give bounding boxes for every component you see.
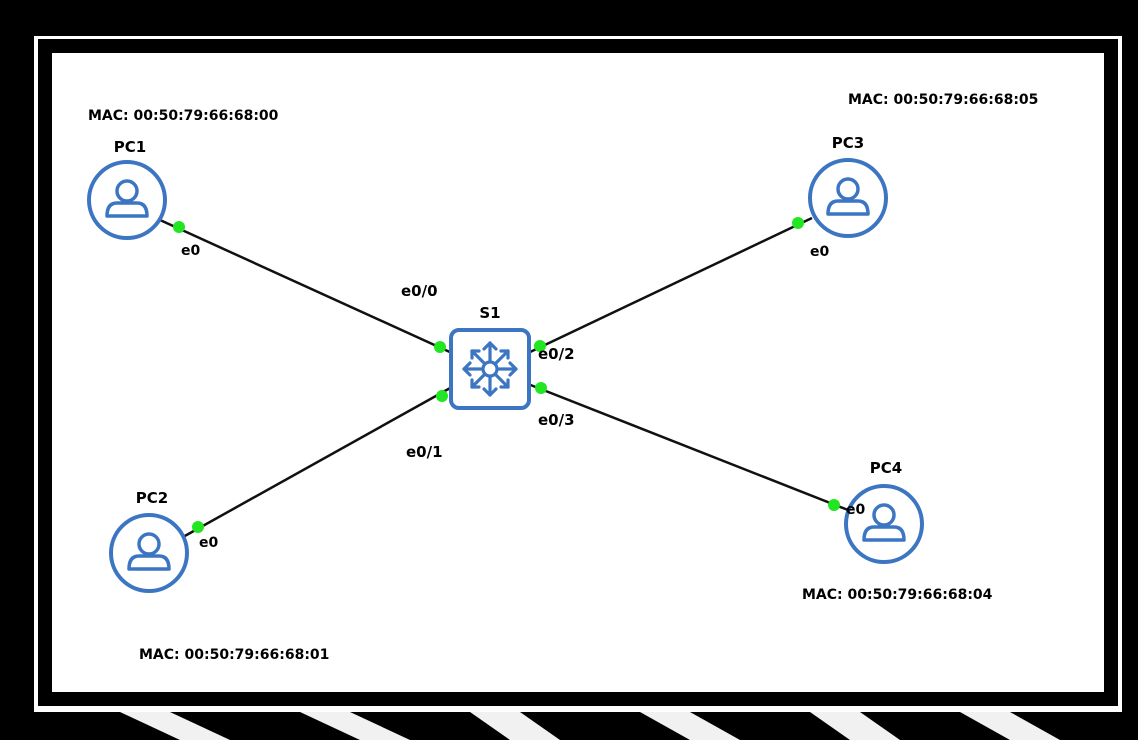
port-label-s1-e0-1: e0/1 xyxy=(406,443,443,461)
port-status-s1-e0-3 xyxy=(535,382,547,394)
pc-icon xyxy=(109,513,189,593)
switch-arrows xyxy=(462,341,518,397)
port-label-s1-e0-3: e0/3 xyxy=(538,411,575,429)
port-status-s1-e0-1 xyxy=(436,390,448,402)
pc4-node[interactable]: PC4 MAC: 00:50:79:66:68:04 xyxy=(802,459,993,603)
pc1-node[interactable]: PC1 MAC: 00:50:79:66:68:00 xyxy=(87,108,279,240)
pc3-node[interactable]: PC3 MAC: 00:50:79:66:68:05 xyxy=(808,92,1038,238)
port-status-pc1-e0 xyxy=(173,221,185,233)
node-label-pc4: PC4 xyxy=(870,459,902,477)
port-status-s1-e0-0 xyxy=(434,341,446,353)
node-label-s1: S1 xyxy=(479,304,500,322)
port-label-pc4-e0: e0 xyxy=(846,502,865,518)
port-status-pc2-e0 xyxy=(192,521,204,533)
mac-label-pc4: MAC: 00:50:79:66:68:04 xyxy=(802,587,993,603)
pc-icon xyxy=(87,160,167,240)
node-label-pc3: PC3 xyxy=(832,134,864,152)
node-label-pc2: PC2 xyxy=(136,489,168,507)
link-pc3-s1[interactable] xyxy=(527,216,813,355)
links xyxy=(159,216,849,539)
mac-label-pc1: MAC: 00:50:79:66:68:00 xyxy=(88,108,279,124)
pc-icon xyxy=(844,484,924,564)
port-status-dots xyxy=(173,217,840,533)
port-label-pc2-e0: e0 xyxy=(199,535,218,551)
port-status-pc4-e0 xyxy=(828,499,840,511)
pc-icon xyxy=(808,158,888,238)
port-label-s1-e0-2: e0/2 xyxy=(538,345,575,363)
port-label-pc1-e0: e0 xyxy=(181,243,200,259)
mac-label-pc3: MAC: 00:50:79:66:68:05 xyxy=(848,92,1038,108)
pc2-node[interactable]: PC2 MAC: 00:50:79:66:68:01 xyxy=(109,489,329,663)
link-pc4-s1[interactable] xyxy=(527,382,849,512)
watermark xyxy=(120,712,1060,740)
mac-label-pc2: MAC: 00:50:79:66:68:01 xyxy=(139,647,329,663)
port-label-s1-e0-0: e0/0 xyxy=(401,282,438,300)
port-label-pc3-e0: e0 xyxy=(810,244,829,260)
link-pc2-s1[interactable] xyxy=(182,385,453,539)
switch-icon xyxy=(449,328,531,410)
port-status-pc3-e0 xyxy=(792,217,804,229)
port-status-s1-e0-2 xyxy=(534,340,546,352)
link-pc1-s1[interactable] xyxy=(159,218,453,355)
port-labels: e0 e0/0 e0 e0/1 e0 e0/2 e0 e0/3 xyxy=(181,243,865,551)
switch-s1[interactable]: S1 xyxy=(449,304,531,410)
node-label-pc1: PC1 xyxy=(114,138,146,156)
